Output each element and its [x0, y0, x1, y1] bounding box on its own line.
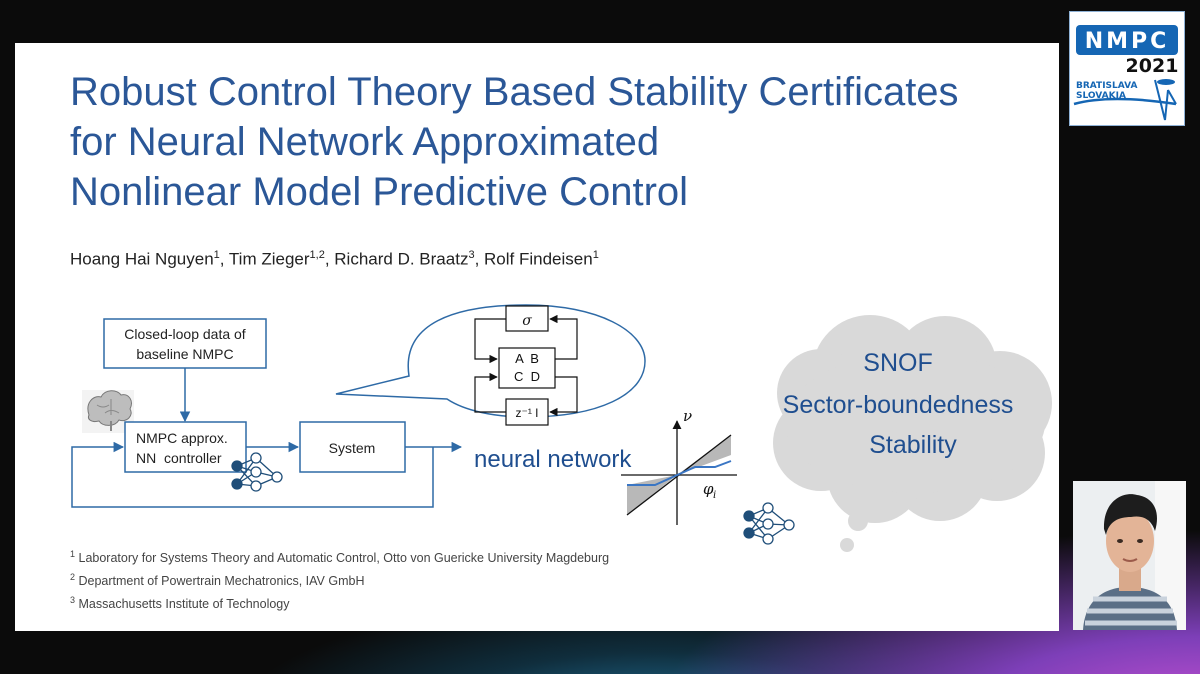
- slide-title: Robust Control Theory Based Stability Ce…: [70, 67, 1050, 217]
- svg-text:NMPC: NMPC: [1085, 29, 1170, 54]
- svg-text:2021: 2021: [1126, 55, 1179, 77]
- presenter-avatar: [1073, 481, 1186, 630]
- system-box: System: [299, 421, 406, 473]
- cloud-line: Sector-boundedness: [783, 391, 1014, 419]
- affiliation-item: 3 Massachusetts Institute of Technology: [70, 595, 290, 612]
- conference-logo: NMPC 2021 BRATISLAVA SLOVAKIA: [1069, 11, 1185, 126]
- affiliation-list: 1 Laboratory for Systems Theory and Auto…: [70, 545, 609, 614]
- neural-network-icon: [231, 452, 283, 492]
- delay-block: z⁻¹ I: [516, 406, 539, 420]
- controller-box-line: NMPC approx.: [136, 430, 228, 446]
- system-box-label: System: [329, 440, 376, 456]
- feedback-loop: [71, 441, 434, 508]
- thought-cloud: [773, 315, 1052, 552]
- neural-network-icon: [743, 502, 795, 545]
- lft-speech-bubble: σ A B C D z⁻¹ I: [335, 304, 646, 426]
- affiliation-item: 2 Department of Powertrain Mechatronics,…: [70, 572, 365, 589]
- author-list: Hoang Hai Nguyen1, Tim Zieger1,2, Richar…: [70, 249, 599, 269]
- svg-text:SLOVAKIA: SLOVAKIA: [1076, 91, 1126, 101]
- presentation-slide: Robust Control Theory Based Stability Ce…: [15, 43, 1059, 631]
- y-axis-label: ν: [683, 407, 692, 425]
- neural-network-label: neural network: [474, 446, 632, 473]
- x-axis-subscript: i: [713, 490, 716, 501]
- data-box: Closed-loop data of baseline NMPC: [103, 318, 267, 369]
- author-name: Rolf Findeisen: [484, 249, 593, 269]
- svg-text:BRATISLAVA: BRATISLAVA: [1076, 81, 1137, 91]
- x-axis-label: φ: [703, 480, 714, 498]
- author-affil-sup: 1,2: [309, 249, 325, 261]
- affiliation-item: 1 Laboratory for Systems Theory and Auto…: [70, 549, 610, 566]
- author-affil-sup: 1: [592, 249, 599, 261]
- cloud-line: Stability: [869, 431, 957, 459]
- author-name: Tim Zieger: [228, 249, 310, 269]
- title-line: Nonlinear Model Predictive Control: [70, 170, 689, 214]
- data-box-line: Closed-loop data of: [124, 326, 246, 342]
- abcd-row: A B: [515, 351, 539, 366]
- presenter-webcam: [1073, 481, 1186, 630]
- nmpc-logo-icon: NMPC 2021 BRATISLAVA SLOVAKIA: [1073, 25, 1179, 121]
- sigma-block: σ: [522, 313, 532, 329]
- controller-box-line: NN controller: [136, 450, 222, 466]
- abcd-row: C D: [514, 369, 540, 384]
- author-name: Hoang Hai Nguyen: [70, 249, 214, 269]
- data-box-line: baseline NMPC: [136, 346, 233, 362]
- sector-plot: ν φ i: [621, 407, 737, 525]
- title-line: Robust Control Theory Based Stability Ce…: [70, 70, 959, 114]
- title-line: for Neural Network Approximated: [70, 120, 660, 164]
- author-name: Richard D. Braatz: [334, 249, 469, 269]
- cloud-line: SNOF: [863, 349, 932, 377]
- controller-box: NMPC approx. NN controller: [124, 421, 247, 473]
- author-affil-sup: 3: [468, 249, 475, 261]
- author-affil-sup: 1: [213, 249, 220, 261]
- control-diagram: Closed-loop data of baseline NMPC NMPC a…: [71, 304, 1052, 552]
